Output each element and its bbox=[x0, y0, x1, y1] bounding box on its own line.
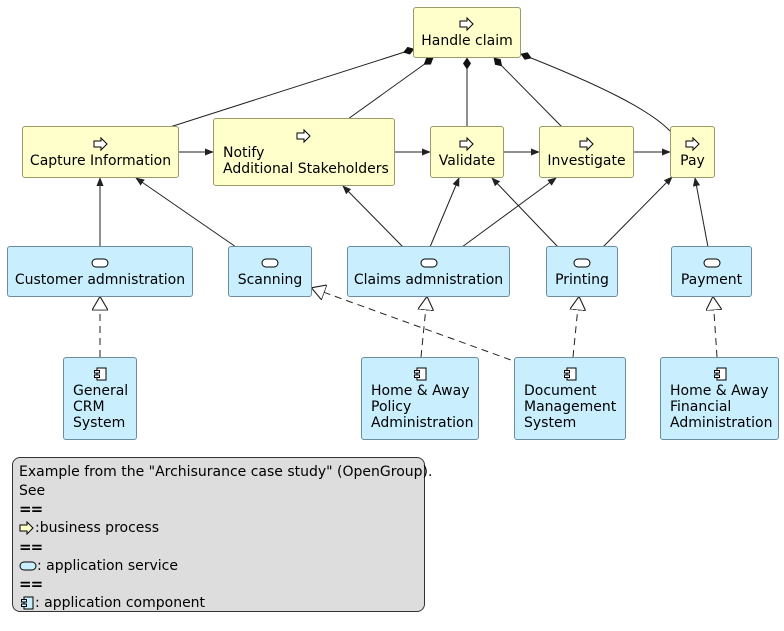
rounded-rect-icon bbox=[261, 258, 279, 268]
service-label: Customer admnistration bbox=[14, 272, 186, 288]
process-label: Handle claim bbox=[421, 33, 513, 49]
component-icon bbox=[414, 367, 427, 381]
service-payment[interactable]: Payment bbox=[671, 246, 752, 297]
process-label: Validate bbox=[438, 152, 496, 169]
service-label: Payment bbox=[680, 272, 743, 288]
component-label: Document Management System bbox=[524, 383, 617, 431]
service-claims-administration[interactable]: Claims admnistration bbox=[347, 246, 510, 297]
component-document-management-system[interactable]: Document Management System bbox=[514, 357, 626, 440]
edge-doc-printing bbox=[573, 297, 579, 358]
edge-notify-handle bbox=[347, 57, 434, 120]
process-capture-information[interactable]: Capture Information bbox=[22, 126, 179, 178]
edge-printing-validate bbox=[491, 177, 559, 248]
edge-doc-scanning bbox=[312, 288, 523, 365]
arrow-right-icon bbox=[685, 136, 700, 151]
service-customer-administration[interactable]: Customer admnistration bbox=[7, 246, 193, 297]
rounded-rect-icon bbox=[703, 258, 720, 268]
legend-process-label: :business process bbox=[35, 520, 159, 536]
component-financial-administration[interactable]: Home & Away Financial Administration bbox=[660, 357, 779, 440]
component-label: Home & Away Financial Administration bbox=[670, 383, 773, 431]
component-label: Home & Away Policy Administration bbox=[371, 383, 474, 431]
edge-claims-notify bbox=[342, 185, 404, 248]
edge-investigate-handle bbox=[493, 57, 563, 128]
service-label: Claims admnistration bbox=[353, 272, 504, 288]
legend-process-row: :business process bbox=[19, 519, 418, 538]
legend-separator: == bbox=[19, 537, 43, 556]
process-label: Investigate bbox=[547, 152, 626, 169]
rounded-rect-icon bbox=[420, 258, 437, 268]
component-label: General CRM System bbox=[73, 383, 129, 431]
process-label: Pay bbox=[680, 152, 705, 169]
component-icon bbox=[564, 367, 577, 381]
legend-separator: == bbox=[19, 575, 43, 594]
edge-printing-pay bbox=[602, 176, 673, 248]
edge-scanning-capture bbox=[135, 177, 237, 248]
component-icon bbox=[94, 367, 107, 381]
legend-line-2: See bbox=[19, 482, 46, 499]
arrow-right-icon bbox=[296, 128, 311, 143]
arrow-right-icon bbox=[459, 16, 474, 32]
process-handle-claim[interactable]: Handle claim bbox=[413, 7, 521, 58]
process-investigate[interactable]: Investigate bbox=[539, 126, 634, 178]
arrow-right-icon bbox=[19, 521, 34, 536]
process-validate[interactable]: Validate bbox=[430, 126, 504, 178]
component-icon bbox=[21, 596, 34, 610]
edge-payment-pay bbox=[692, 177, 709, 248]
edge-claims-investigate bbox=[461, 177, 557, 248]
component-icon bbox=[713, 367, 726, 381]
rounded-rect-icon bbox=[573, 258, 591, 268]
rounded-rect-icon bbox=[19, 561, 37, 571]
service-scanning[interactable]: Scanning bbox=[228, 246, 312, 297]
legend-component-row: : application component bbox=[19, 594, 418, 613]
component-policy-administration[interactable]: Home & Away Policy Administration bbox=[361, 357, 479, 440]
edge-policy-claims bbox=[421, 297, 427, 358]
process-label: Capture Information bbox=[29, 152, 172, 169]
legend-service-label: : application service bbox=[37, 557, 178, 574]
legend-note: Example from the "Archisurance case stud… bbox=[12, 457, 433, 613]
legend-line-1: Example from the "Archisurance case stud… bbox=[19, 464, 433, 480]
rounded-rect-icon bbox=[91, 258, 109, 268]
edge-capture-handle bbox=[169, 46, 415, 128]
legend-separator: == bbox=[19, 500, 43, 519]
service-label: Scanning bbox=[237, 272, 303, 288]
service-label: Printing bbox=[555, 272, 609, 288]
legend-component-label: : application component bbox=[35, 595, 206, 611]
edge-pay-handle bbox=[520, 52, 671, 132]
process-pay[interactable]: Pay bbox=[670, 126, 715, 178]
arrow-right-icon bbox=[459, 136, 474, 151]
service-printing[interactable]: Printing bbox=[546, 246, 618, 297]
arrow-right-icon bbox=[579, 136, 594, 151]
process-label: Notify Additional Stakeholders bbox=[223, 144, 389, 177]
edge-claims-validate bbox=[429, 177, 460, 248]
component-general-crm-system[interactable]: General CRM System bbox=[63, 357, 137, 440]
process-notify-stakeholders[interactable]: Notify Additional Stakeholders bbox=[213, 118, 395, 186]
arrow-right-icon bbox=[93, 136, 108, 151]
legend-service-row: : application service bbox=[19, 557, 418, 576]
edge-financial-payment bbox=[713, 297, 717, 358]
